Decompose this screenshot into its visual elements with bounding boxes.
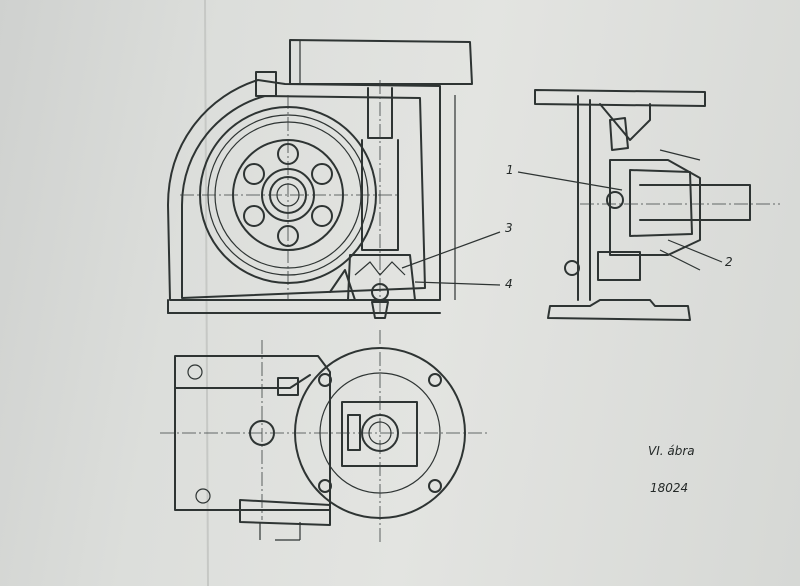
side-section-view: [534, 89, 780, 321]
callout-label-4: 4: [505, 277, 513, 291]
drawing-number: 18024: [650, 481, 689, 495]
front-section-view: [167, 39, 473, 320]
bottom-plan-view: [160, 330, 490, 545]
callout-leader-3: [401, 231, 501, 269]
callout-leader-1: [517, 171, 623, 191]
callout-label-1: 1: [506, 163, 514, 177]
callout-label-3: 3: [505, 221, 513, 235]
callout-label-2: 2: [725, 255, 733, 269]
callout-leader-4: [414, 281, 501, 286]
callout-leader-2: [667, 239, 723, 263]
figure-caption: VI. ábra: [648, 444, 695, 458]
